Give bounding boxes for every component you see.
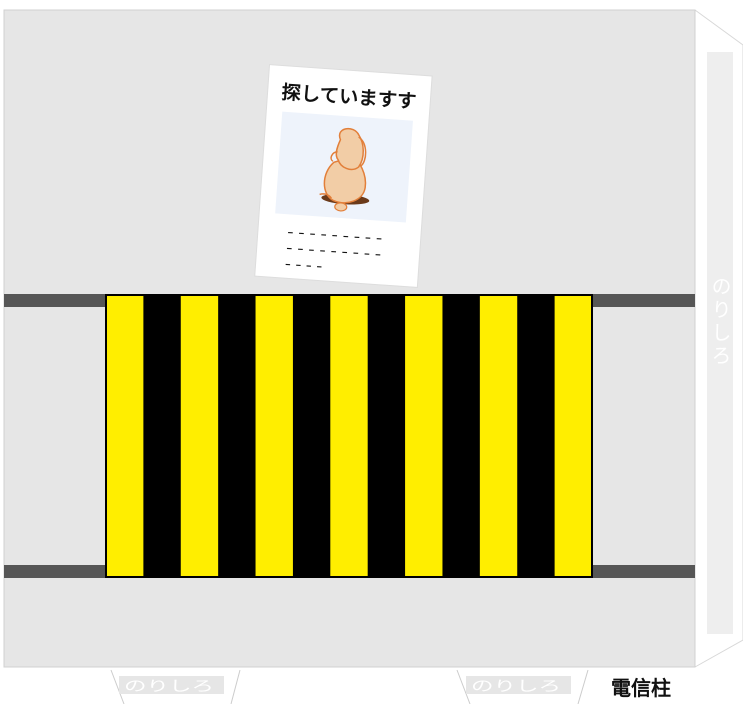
stripe-yellow [405,295,443,577]
bottom-glue-tab-left-label: のりしろ [124,679,214,695]
stripe-yellow [479,295,518,577]
bottom-glue-tab-right-label: のりしろ [471,679,561,695]
stripe-black [292,295,331,577]
stripe-yellow [180,295,219,577]
bottom-glue-tab-left: のりしろ [110,669,241,704]
stripe-yellow [106,295,144,577]
side-flap-outline [694,9,743,668]
poster-dash-line-1: --------- [284,224,385,247]
stripe-black [218,295,257,577]
poster-dash-line-3: ---- [282,256,325,275]
poster-dash-line-2: --------- [283,240,384,263]
stripe-black [442,295,481,577]
stripe-black [517,295,556,577]
glue-tab-label: のりしろ [708,276,732,368]
dog-illustration [319,127,370,212]
stripe-yellow [554,295,593,577]
stripe-yellow [330,295,369,577]
caption-telephone-pole: 電信柱 [611,676,671,700]
warning-stripe-cover [106,295,593,577]
missing-poster: 探していますす --------- --------- ---- [254,64,433,288]
stripe-black [143,295,182,577]
warning-cover-border [105,294,593,578]
bottom-glue-tab-right: のりしろ [456,669,589,704]
stripe-black [367,295,406,577]
stripe-yellow [255,295,294,577]
glue-tab [707,52,733,634]
